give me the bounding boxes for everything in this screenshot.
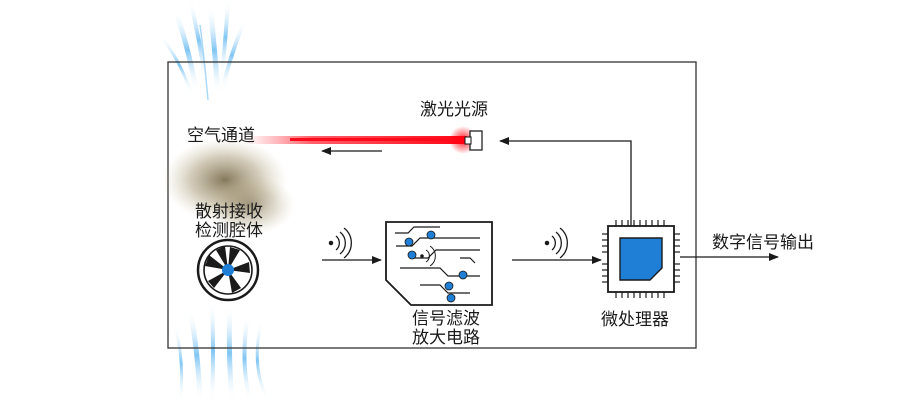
laser-emitter-icon	[464, 130, 483, 151]
filter-amp-label-line2: 放大电路	[412, 328, 480, 348]
air-channel-label: 空气通道	[187, 126, 255, 146]
circuit-board-icon	[385, 221, 493, 306]
sensor-enclosure	[167, 61, 697, 349]
air-inflow-icon	[158, 0, 247, 101]
scatter-receiver-label-line2: 检测腔体	[195, 221, 263, 241]
scatter-receiver-label-line1: 散射接收	[195, 202, 263, 222]
laser-source-label: 激光光源	[420, 100, 488, 120]
digital-output-label: 数字信号输出	[712, 233, 814, 253]
control-arrow	[499, 137, 632, 226]
filter-amp-label-line1: 信号滤波	[412, 309, 480, 329]
filter-amp-label: 信号滤波 放大电路	[400, 310, 492, 348]
signal-wave-icon	[328, 227, 352, 259]
air-outflow-icon	[173, 299, 270, 401]
signal-wave-icon	[544, 227, 568, 259]
scatter-receiver-label: 散射接收 检测腔体	[183, 203, 275, 241]
microprocessor-label: 微处理器	[601, 310, 669, 330]
fan-icon	[196, 238, 260, 302]
microchip-icon	[602, 220, 680, 298]
